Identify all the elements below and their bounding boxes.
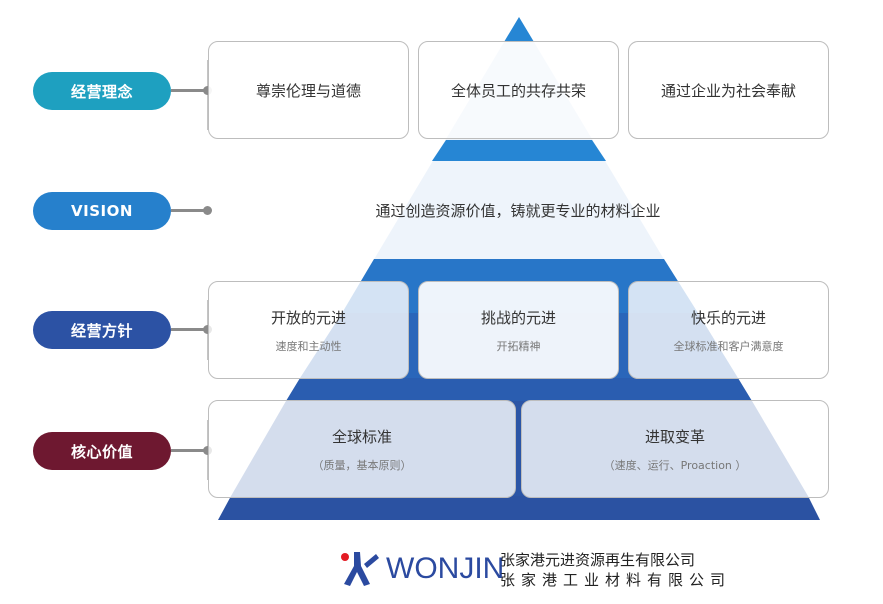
connector-line bbox=[171, 209, 207, 212]
card-title: 全体员工的共存共荣 bbox=[450, 81, 586, 100]
card-open: 开放的元进 速度和主动性 bbox=[208, 281, 409, 379]
card-happy: 快乐的元进 全球标准和客户满意度 bbox=[628, 281, 829, 379]
card-coprosperity: 全体员工的共存共荣 bbox=[418, 41, 619, 139]
card-ethics: 尊崇伦理与道德 bbox=[208, 41, 409, 139]
card-subtitle: 全球标准和客户满意度 bbox=[673, 339, 784, 353]
company-name-2: 张家港工业材料有限公司 bbox=[500, 571, 732, 589]
card-title: 快乐的元进 bbox=[690, 308, 766, 327]
card-global-standard: 全球标准 （质量，基本原则） bbox=[208, 400, 516, 498]
card-title: 开放的元进 bbox=[270, 308, 346, 327]
card-social-contribution: 通过企业为社会奉献 bbox=[628, 41, 829, 139]
pill-management-policy: 经营方针 bbox=[33, 311, 171, 349]
card-title: 通过企业为社会奉献 bbox=[660, 81, 796, 100]
pill-management-philosophy: 经营理念 bbox=[33, 72, 171, 110]
company-name-1: 张家港元进资源再生有限公司 bbox=[500, 551, 696, 569]
card-challenge: 挑战的元进 开拓精神 bbox=[418, 281, 619, 379]
connector-dot bbox=[203, 325, 212, 334]
card-subtitle: （质量，基本原则） bbox=[312, 458, 412, 472]
connector-dot bbox=[203, 86, 212, 95]
connector-line bbox=[171, 89, 207, 92]
connector-dot bbox=[203, 206, 212, 215]
wonjin-logo-icon bbox=[341, 552, 379, 586]
wonjin-logo: WONJIN bbox=[340, 548, 504, 590]
guide-line bbox=[207, 60, 208, 130]
card-title: 进取变革 bbox=[644, 427, 705, 446]
card-subtitle: （速度、运行、Proaction ） bbox=[603, 458, 747, 472]
vision-statement: 通过创造资源价值，铸就更专业的材料企业 bbox=[375, 202, 661, 220]
pyramid-band-apex bbox=[504, 17, 534, 42]
logo-wordmark: WONJIN bbox=[386, 552, 505, 585]
card-title: 挑战的元进 bbox=[480, 308, 556, 327]
card-subtitle: 速度和主动性 bbox=[275, 339, 342, 353]
card-title: 全球标准 bbox=[331, 427, 392, 446]
connector-line bbox=[171, 449, 207, 452]
connector-dot bbox=[203, 446, 212, 455]
card-title: 尊崇伦理与道德 bbox=[255, 81, 361, 100]
pyramid-band-1 bbox=[432, 140, 606, 161]
pyramid-band-3 bbox=[286, 378, 752, 401]
pill-vision: VISION bbox=[33, 192, 171, 230]
card-subtitle: 开拓精神 bbox=[496, 339, 541, 353]
connector-line bbox=[171, 328, 207, 331]
pyramid-band-4 bbox=[218, 496, 820, 520]
company-names: 张家港元进资源再生有限公司 张家港工业材料有限公司 bbox=[500, 550, 731, 590]
pill-core-values: 核心价值 bbox=[33, 432, 171, 470]
card-progressive-change: 进取变革 （速度、运行、Proaction ） bbox=[521, 400, 829, 498]
